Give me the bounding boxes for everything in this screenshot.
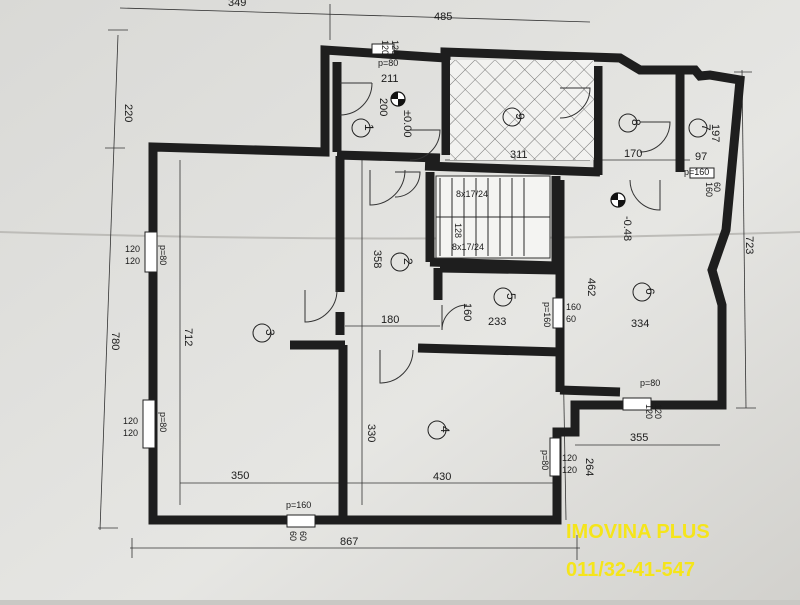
dim-stair-top: 8x17/24	[456, 189, 488, 199]
window-symbols	[142, 43, 715, 528]
window-top-a: 120	[380, 40, 390, 55]
window-left-bottom-b: 120	[123, 428, 138, 438]
dim-room4-w: 430	[433, 471, 451, 483]
dimension-labels: 349 485 220 780 723 867 211 200 311 170 …	[109, 0, 755, 548]
window-room4-p: p=80	[540, 450, 550, 470]
window-room6-a: 120	[644, 404, 654, 419]
window-room7-b: 60	[712, 182, 722, 192]
agency-watermark: IMOVINA PLUS 011/32-41-547	[566, 521, 710, 581]
dim-room3-h: 712	[182, 328, 194, 346]
window-left-bottom-a: 120	[123, 416, 138, 426]
room-number-labels: 1 2 3 4 5 6 7 8 9	[263, 113, 713, 433]
room-number-9: 9	[513, 113, 527, 120]
window-room6-p: p=80	[640, 378, 660, 388]
paper-fold	[0, 231, 800, 240]
agency-name: IMOVINA PLUS	[566, 521, 710, 543]
dim-room6-h: 462	[585, 278, 597, 296]
dim-room3-w: 350	[231, 470, 249, 482]
window-room4-a: 120	[562, 453, 577, 463]
dim-right-total: 723	[743, 236, 755, 254]
window-top-b: 120	[390, 40, 400, 55]
doors	[304, 82, 671, 384]
window-labels: p=80 120 120 p=160 160 60 p=80 120 120 p…	[123, 40, 722, 541]
window-room5-p: p=160	[542, 302, 552, 327]
room-number-5: 5	[504, 293, 518, 300]
window-room5-a: 160	[566, 302, 581, 312]
window-bottom-b: 60	[298, 531, 308, 541]
dim-ext-h: 264	[583, 458, 595, 476]
dim-bottom-total: 867	[340, 536, 358, 548]
dim-room1-w: 211	[381, 73, 399, 85]
window-room7-p: p=160	[684, 167, 709, 177]
room-number-3: 3	[263, 329, 277, 336]
dim-room2-w: 180	[381, 314, 399, 326]
dim-top-left: 349	[228, 0, 246, 9]
room-number-8: 8	[629, 119, 643, 126]
dim-room1-h: 200	[377, 98, 389, 116]
level-marker-lower	[610, 192, 626, 208]
dim-room9-w: 311	[510, 149, 528, 161]
window-left-bottom-p: p=80	[158, 412, 168, 432]
room-number-1: 1	[362, 124, 376, 131]
level-labels: ±0.00 -0.48	[401, 110, 633, 241]
dim-left-total: 780	[109, 332, 121, 350]
window-left-top-p: p=80	[158, 245, 168, 265]
level-lower-label: -0.48	[621, 216, 633, 241]
dim-room6-w: 334	[631, 318, 649, 330]
dim-room7-h: 197	[709, 124, 721, 142]
window-left-top-b: 120	[125, 256, 140, 266]
dim-room5-h: 160	[461, 303, 473, 321]
window-left-top-a: 120	[125, 244, 140, 254]
window-top-p: p=80	[378, 58, 398, 68]
dim-room7-w: 97	[695, 151, 707, 163]
dim-top-right: 485	[434, 11, 452, 23]
agency-phone: 011/32-41-547	[566, 559, 695, 581]
room-markers	[252, 107, 708, 440]
room-number-2: 2	[401, 258, 415, 265]
level-upper-label: ±0.00	[401, 110, 413, 137]
window-bottom-a: 60	[288, 531, 298, 541]
tiled-floor	[450, 60, 594, 160]
room-number-7: 7	[699, 124, 713, 131]
window-room5-b: 60	[566, 314, 576, 324]
staircase	[435, 175, 551, 259]
dim-ext-w: 355	[630, 432, 648, 444]
window-room4-b: 120	[562, 465, 577, 475]
window-room6-b: 120	[653, 404, 663, 419]
dim-stair-width: 128	[453, 223, 463, 238]
dim-left-upper: 220	[122, 104, 134, 122]
dim-room5-w: 233	[488, 316, 506, 328]
level-marker-upper	[390, 91, 406, 107]
window-bottom-p: p=160	[286, 500, 311, 510]
window-room7-a: 160	[704, 182, 714, 197]
dim-room4-h: 330	[365, 424, 377, 442]
dim-room2-h: 358	[371, 250, 383, 268]
dim-stair-bottom: 8x17/24	[452, 242, 484, 252]
room-number-6: 6	[643, 288, 657, 295]
dim-room8-w: 170	[624, 148, 642, 160]
room-number-4: 4	[438, 426, 452, 433]
